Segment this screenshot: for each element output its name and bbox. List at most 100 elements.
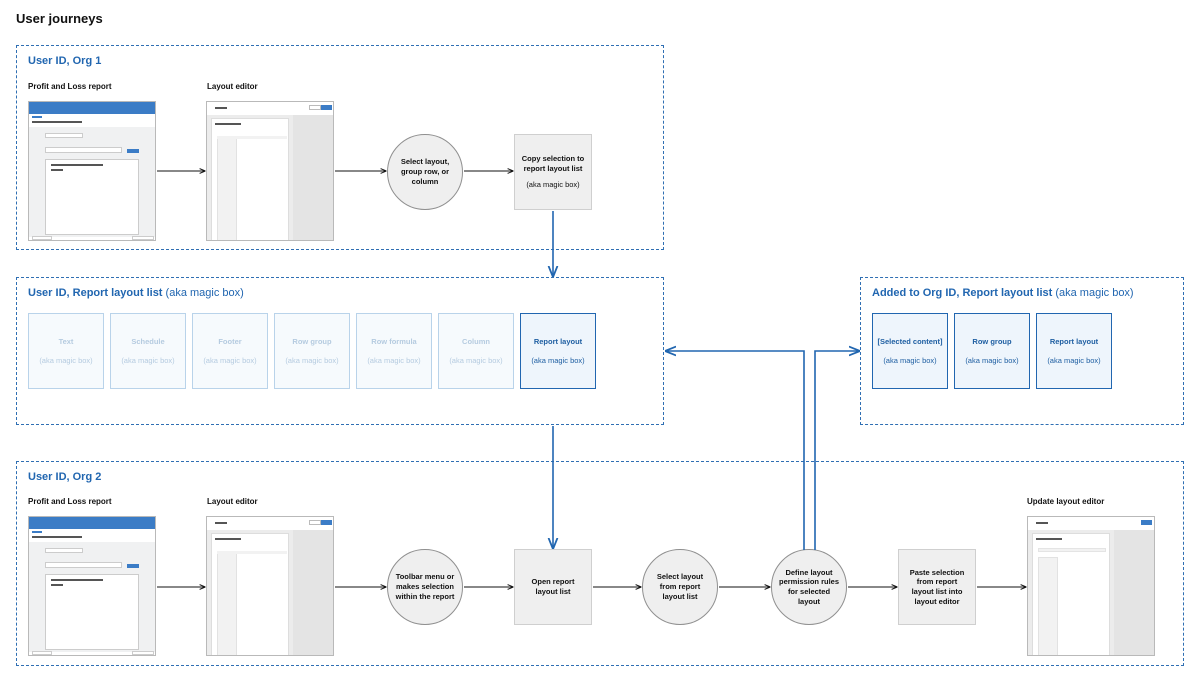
wire-btn-outline [309, 520, 321, 525]
list-card-schedule: Schedule (aka magic box) [110, 313, 186, 389]
org2-update-label: Update layout editor [1027, 497, 1105, 506]
arrow-define-to-list [666, 351, 805, 550]
list-card-footer: Footer (aka magic box) [192, 313, 268, 389]
wire-tab [32, 531, 42, 533]
wire-line-2 [51, 169, 63, 171]
org1-pl-label: Profit and Loss report [28, 82, 112, 91]
wire-row [217, 136, 287, 139]
wire-paper [45, 159, 139, 235]
section-added-title: Added to Org ID, Report layout list (aka… [872, 287, 1134, 299]
section-list-title-aka: (aka magic box) [165, 287, 244, 299]
wire-line-1 [51, 164, 103, 166]
wire-paper [45, 574, 139, 650]
wire-panel [1114, 530, 1154, 655]
wire-btn-blue [321, 520, 332, 525]
wire-panel [293, 115, 333, 240]
wire-field [45, 133, 83, 138]
wire-row [217, 551, 287, 554]
wire-button [127, 564, 139, 568]
list-card-report-layout: Report layout (aka magic box) [520, 313, 596, 389]
wire-title-line [32, 121, 82, 123]
card-aka: (aka magic box) [965, 355, 1019, 365]
list-card-column: Column (aka magic box) [438, 313, 514, 389]
wire-title-line [1036, 522, 1048, 524]
section-org2-title: User ID, Org 2 [28, 471, 102, 483]
card-label: Report layout [1049, 336, 1099, 346]
step-title: Open report layout list [531, 577, 575, 596]
wire-line-2 [51, 584, 63, 586]
card-label: Row formula [371, 336, 417, 346]
added-card-report-layout: Report layout (aka magic box) [1036, 313, 1112, 389]
wire-search [45, 562, 122, 568]
wire-btn-outline [309, 105, 321, 110]
org1-editor-label: Layout editor [207, 82, 258, 91]
wire-btn-blue [321, 105, 332, 110]
org2-editor-label: Layout editor [207, 497, 258, 506]
added-card-row-group: Row group (aka magic box) [954, 313, 1030, 389]
org1-layout-editor-wireframe [206, 101, 334, 241]
section-list-title-main: User ID, Report layout list [28, 287, 163, 299]
org2-step-toolbar-menu: Toolbar menu or makes selection within t… [387, 549, 463, 625]
page-title: User journeys [16, 11, 103, 26]
card-label: Row group [292, 336, 332, 346]
org2-step-open-list: Open report layout list [514, 549, 592, 625]
org2-step-select-layout: Select layout from report layout list [642, 549, 718, 625]
section-org1-title: User ID, Org 1 [28, 55, 102, 67]
wire-line [215, 538, 241, 540]
card-label: Report layout [533, 336, 583, 346]
list-card-row-group: Row group (aka magic box) [274, 313, 350, 389]
wire-footer-right [132, 651, 154, 655]
wire-btn-blue [1141, 520, 1152, 525]
wire-panel [293, 530, 333, 655]
section-added-title-main: Added to Org ID, Report layout list [872, 287, 1053, 299]
card-aka: (aka magic box) [121, 355, 175, 365]
wire-title-line [215, 107, 227, 109]
wire-title-line [215, 522, 227, 524]
org2-update-editor-wireframe [1027, 516, 1155, 656]
org1-step-copy-selection: Copy selection to report layout list (ak… [514, 134, 592, 210]
card-aka: (aka magic box) [1047, 355, 1101, 365]
org2-step-paste-selection: Paste selection from report layout list … [898, 549, 976, 625]
card-label: Schedule [131, 336, 165, 346]
wire-search [45, 147, 122, 153]
section-org1: User ID, Org 1 [16, 45, 664, 250]
step-title: Copy selection to report layout list [521, 153, 585, 173]
card-label: Footer [218, 336, 242, 346]
list-card-text: Text (aka magic box) [28, 313, 104, 389]
added-card-selected-content: [Selected content] (aka magic box) [872, 313, 948, 389]
step-title: Paste selection from report layout list … [909, 567, 965, 606]
section-report-layout-list: User ID, Report layout list (aka magic b… [16, 277, 664, 425]
wire-header [29, 102, 155, 114]
wire-title-line [32, 536, 82, 538]
wire-line-1 [51, 579, 103, 581]
org2-pl-report-wireframe [28, 516, 156, 656]
card-aka: (aka magic box) [531, 355, 585, 365]
section-added-org: Added to Org ID, Report layout list (aka… [860, 277, 1184, 425]
wire-footer-left [32, 651, 52, 655]
org1-pl-report-wireframe [28, 101, 156, 241]
card-aka: (aka magic box) [883, 355, 937, 365]
card-aka: (aka magic box) [367, 355, 421, 365]
wire-field [45, 548, 83, 553]
org2-step-define-permissions: Define layout permission rules for selec… [771, 549, 847, 625]
wire-footer-right [132, 236, 154, 240]
card-label: Text [58, 336, 74, 346]
wire-row [1038, 548, 1106, 552]
org2-pl-label: Profit and Loss report [28, 497, 112, 506]
section-added-title-aka: (aka magic box) [1055, 287, 1134, 299]
card-label: Column [462, 336, 490, 346]
wire-button [127, 149, 139, 153]
card-label: [Selected content] [877, 336, 943, 346]
card-aka: (aka magic box) [285, 355, 339, 365]
org1-step-select-layout: Select layout, group row, or column [387, 134, 463, 210]
wire-tab [32, 116, 42, 118]
card-label: Row group [972, 336, 1012, 346]
card-aka: (aka magic box) [39, 355, 93, 365]
wire-footer-left [32, 236, 52, 240]
section-org2: User ID, Org 2 [16, 461, 1184, 666]
wire-header [29, 517, 155, 529]
wire-column [1038, 557, 1058, 655]
card-aka: (aka magic box) [203, 355, 257, 365]
list-card-row-formula: Row formula (aka magic box) [356, 313, 432, 389]
